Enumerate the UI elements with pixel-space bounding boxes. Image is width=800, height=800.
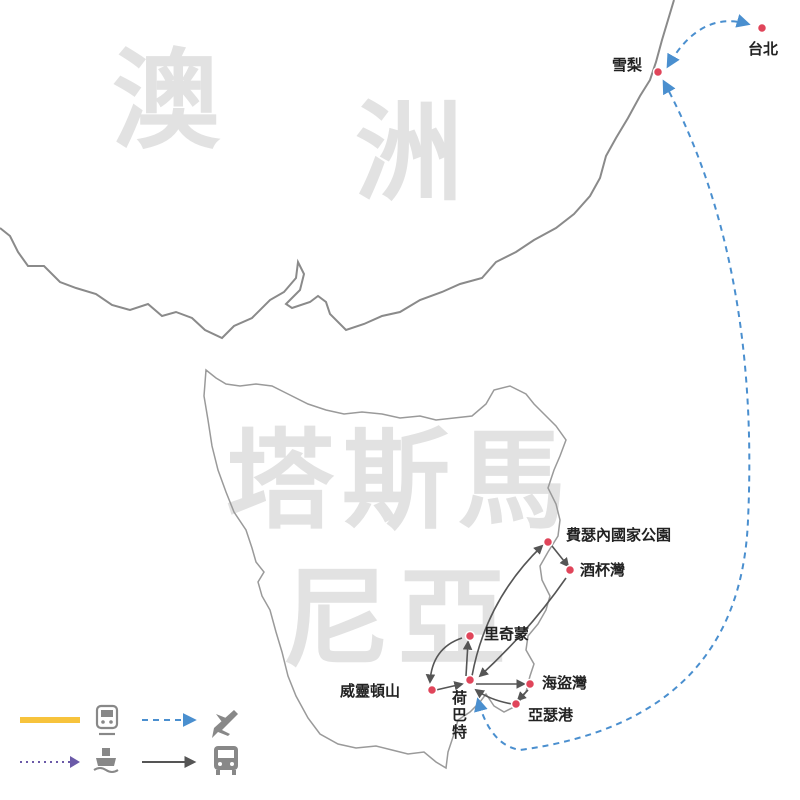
label-port-arthur: 亞瑟港 [528,706,574,724]
point-hobart [464,674,476,686]
region-label-tasmania-2: 斯 [342,419,451,544]
region-label-australia-1: 澳 [112,39,221,164]
road-pirates-portarthur [516,689,529,702]
australia-coastline [0,0,675,340]
legend [20,704,238,775]
label-mount-wellington: 威靈頓山 [340,682,401,700]
road-hobart-freycinet [471,544,544,677]
road-wineglass-hobart [478,577,567,678]
label-sydney: 雪梨 [612,56,643,74]
point-pirates [524,678,536,690]
label-hobart: 荷巴特 [450,690,468,741]
region-label-tasmania-1: 塔 [226,419,335,544]
label-richmond: 里奇蒙 [484,625,530,643]
road-portarthur-hobart [474,688,513,705]
label-wineglass-bay: 酒杯灣 [580,561,626,579]
label-taipei: 台北 [748,40,779,58]
flight-route-sydney-hobart [474,79,751,752]
region-label-tasmania-4: 尼 [282,557,391,682]
tasmania-outline [203,368,567,770]
bus-icon [214,746,238,775]
point-freycinet [542,536,554,548]
road-freycinet-wineglass [551,545,570,568]
label-freycinet: 費瑟內國家公園 [566,526,672,544]
ship-icon [93,748,119,773]
point-taipei [756,22,768,34]
point-portarthur [510,698,522,710]
label-pirates-bay: 海盜灣 [542,674,588,692]
point-richmond [464,630,476,642]
airplane-icon [212,710,238,738]
point-sydney [652,66,664,78]
road-hobart-richmond [462,640,473,677]
point-wellington [426,684,438,696]
road-richmond-wellington [425,637,463,684]
point-wineglass [564,564,576,576]
flight-route-taipei-sydney [666,14,751,69]
road-wellington-hobart [435,681,464,691]
train-icon [95,704,119,736]
region-label-australia-2: 洲 [355,91,464,216]
